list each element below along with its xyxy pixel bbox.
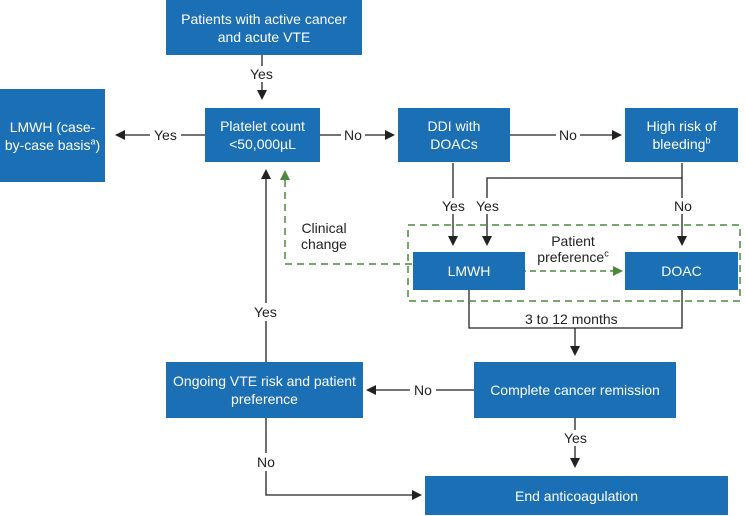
label-no-remission: No [410,382,436,398]
start-box-text: Patients with active cancer and acute VT… [181,10,347,45]
ongoing-box-text: Ongoing VTE risk and patient preference [173,373,356,407]
doac-box: DOAC [625,252,738,290]
lmwh-case-text: LMWH (case-by-case basisa) [4,118,101,153]
ddi-box: DDI with DOACs [398,108,510,162]
label-yes-left: Yes [150,127,181,143]
bleeding-box: High risk of bleedingb [625,108,738,162]
label-no-bleeding: No [672,198,694,214]
label-yes-start: Yes [250,66,273,82]
arrow-clinical-change [280,170,412,265]
label-patient-preference: Patient preferencec [537,233,609,265]
label-no-platelet: No [341,127,365,143]
arrow-bleeding-to-lmwh [482,163,683,246]
lmwh-box: LMWH [413,252,525,290]
start-box: Patients with active cancer and acute VT… [166,0,362,55]
ddi-box-text: DDI with DOACs [427,118,481,152]
bleeding-box-text: High risk of bleedingb [646,118,717,152]
label-yes-ddi: Yes [441,198,466,214]
label-clinical-change: Clinical change [301,220,347,252]
end-box: End anticoagulation [425,476,728,515]
doac-box-text: DOAC [661,263,702,279]
label-yes-remission: Yes [562,430,589,446]
lmwh-box-text: LMWH [447,263,491,279]
platelet-box-text: Platelet count <50,000µL [220,118,305,152]
platelet-box: Platelet count <50,000µL [205,108,320,162]
label-months: 3 to 12 months [525,311,618,327]
ongoing-box: Ongoing VTE risk and patient preference [166,362,363,418]
arrow-ongoing-to-end [265,418,422,500]
remission-box: Complete cancer remission [474,362,676,418]
arrow-treatment-to-remission [468,290,683,354]
lmwh-case-box: LMWH (case-by-case basisa) [0,89,105,182]
remission-box-text: Complete cancer remission [490,382,660,398]
label-no-ongoing: No [255,453,277,471]
end-box-text: End anticoagulation [515,487,638,504]
label-no-ddi: No [556,127,580,143]
label-yes-bleeding: Yes [475,198,500,214]
label-yes-ongoing: Yes [252,303,279,321]
